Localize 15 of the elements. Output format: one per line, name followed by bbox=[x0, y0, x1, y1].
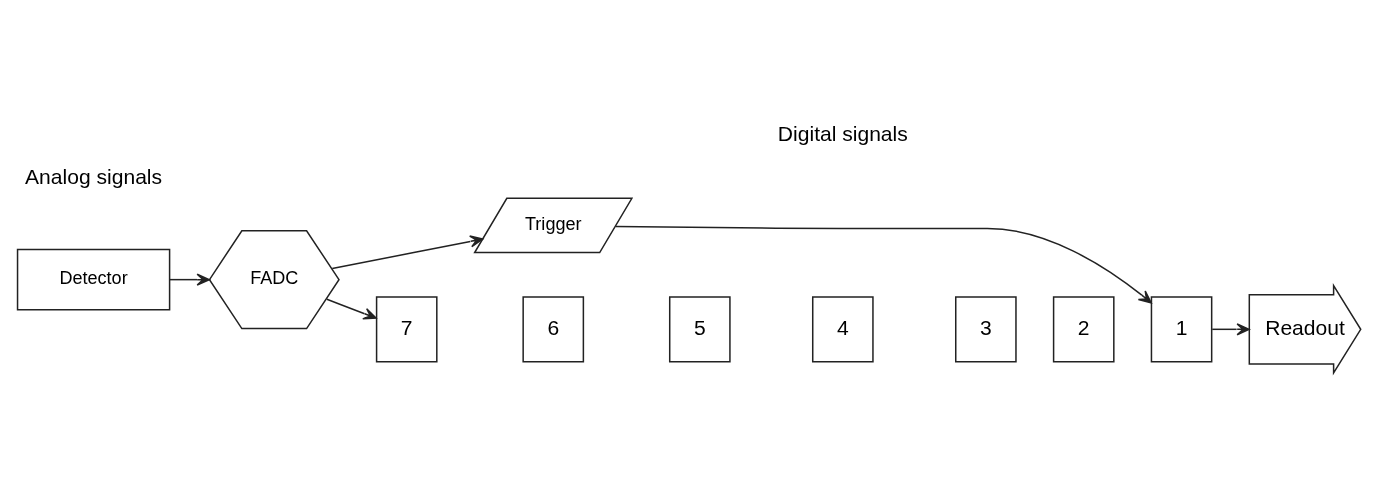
node-box: 2 bbox=[1052, 296, 1115, 363]
arrow bbox=[326, 298, 377, 320]
node-box: 4 bbox=[811, 296, 874, 363]
node-box: 3 bbox=[955, 296, 1017, 363]
node-box: 1 bbox=[1150, 296, 1213, 363]
arrow bbox=[614, 225, 1152, 304]
node-box: Detector bbox=[16, 248, 171, 311]
node-box: 5 bbox=[668, 296, 731, 363]
label: Analog signals bbox=[25, 165, 163, 189]
node-box: 6 bbox=[522, 296, 585, 363]
arrow bbox=[169, 273, 210, 286]
label: Digital signals bbox=[777, 121, 908, 145]
arrow bbox=[331, 235, 484, 270]
node-box: 7 bbox=[375, 296, 438, 363]
arrow bbox=[1211, 323, 1250, 336]
